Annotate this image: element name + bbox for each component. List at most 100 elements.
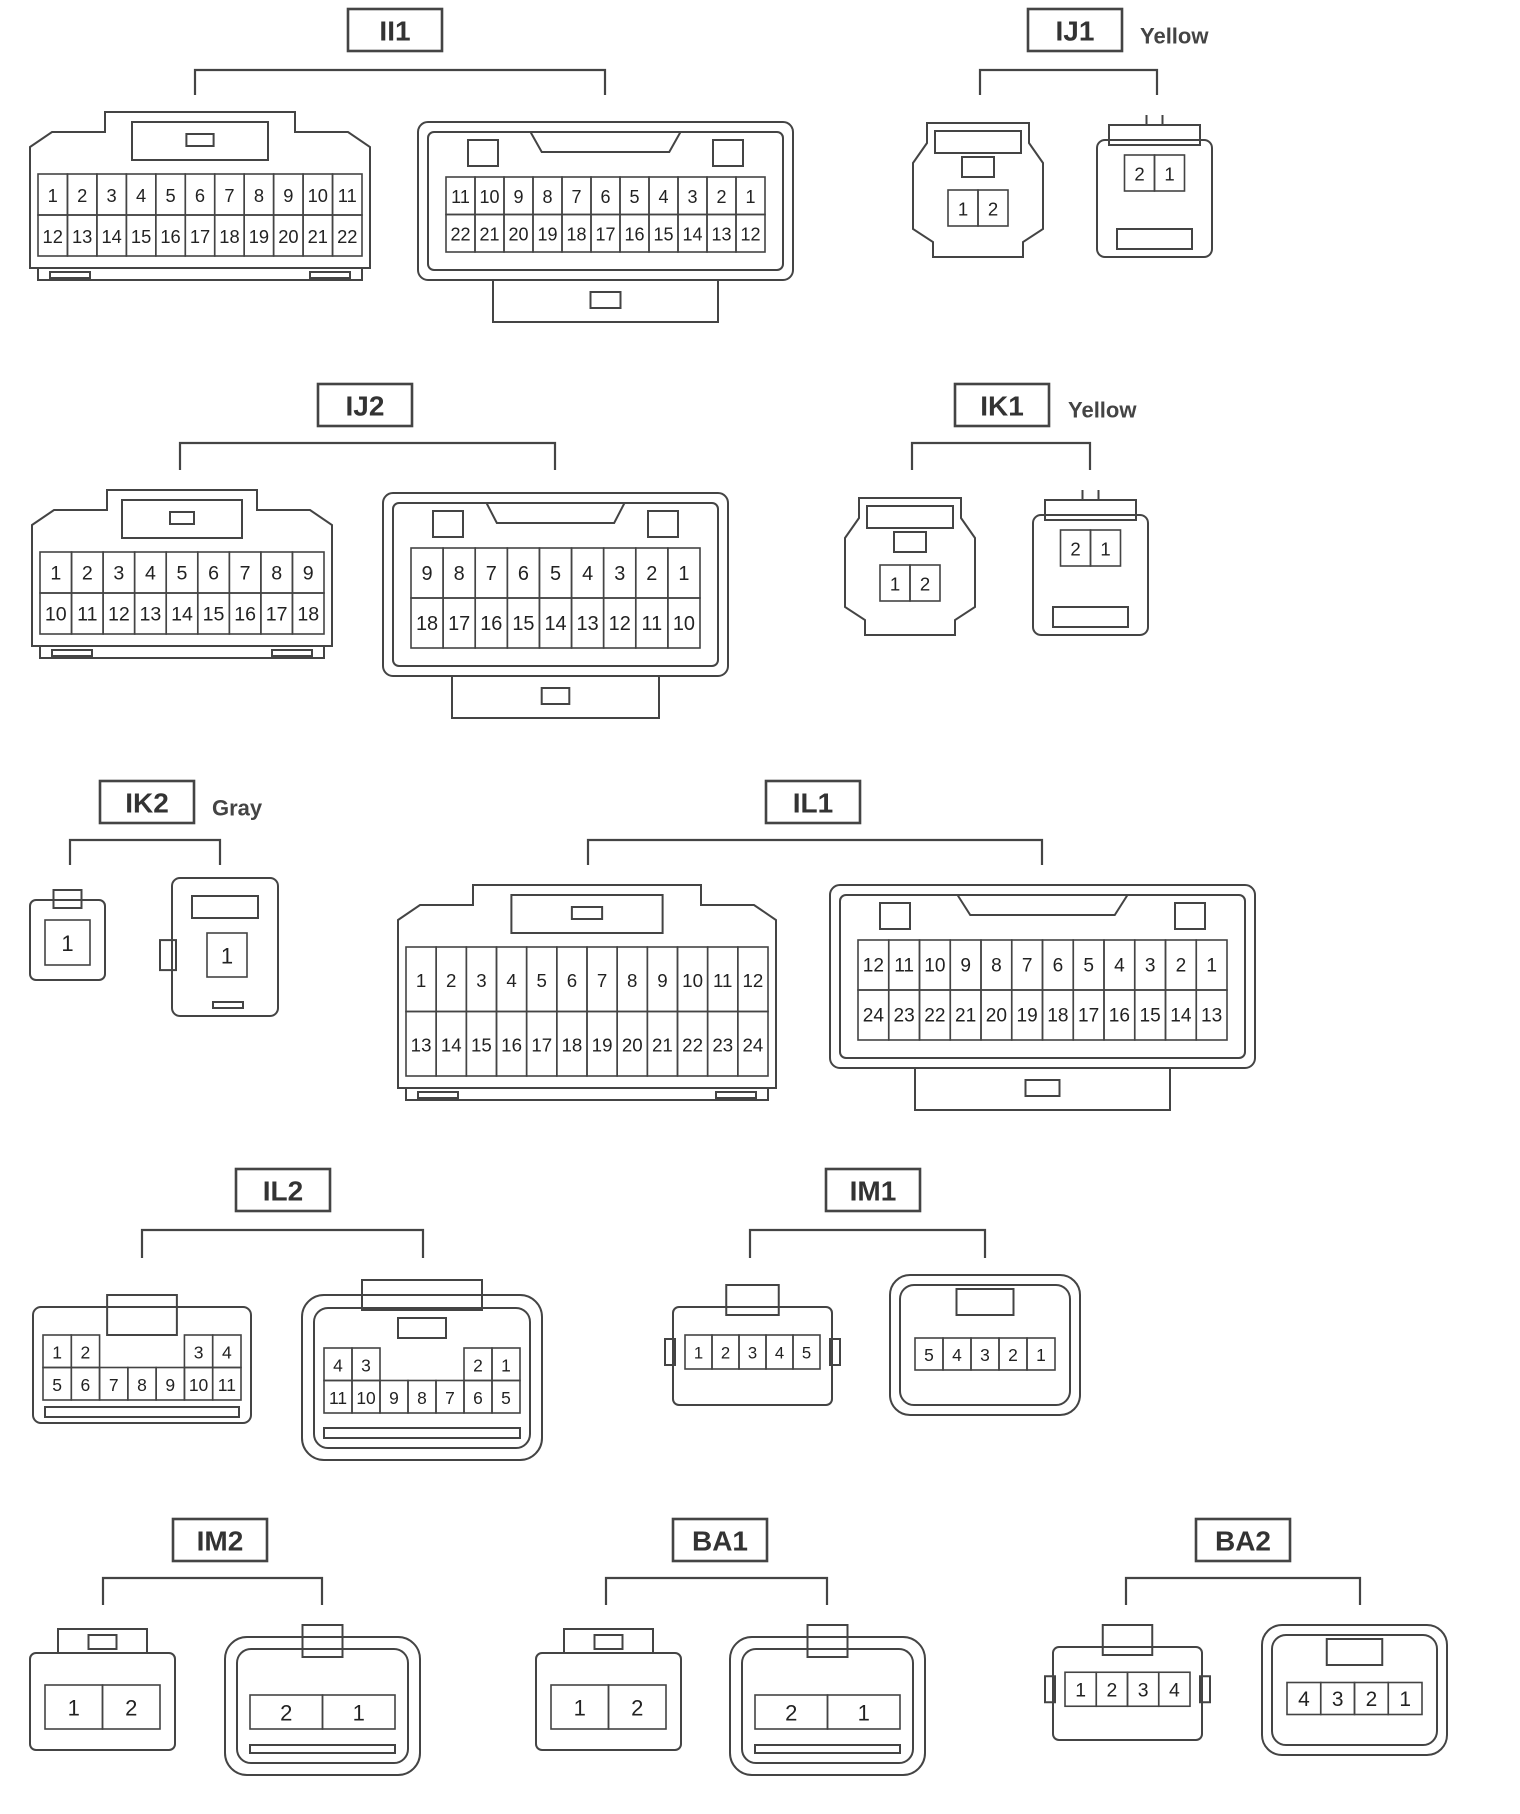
pin-number: 5 xyxy=(629,187,639,207)
lock-tab xyxy=(593,1634,624,1650)
lock-ramp xyxy=(529,131,682,153)
lock-ramp xyxy=(485,502,626,524)
socket-shell xyxy=(1032,514,1149,636)
pin-number: 2 xyxy=(1366,1688,1378,1711)
pin-number: 16 xyxy=(160,226,180,247)
connector-group-ba1: BA1 xyxy=(604,1517,829,1605)
housing-outline xyxy=(29,111,371,269)
pin-number: 1 xyxy=(1075,1679,1086,1701)
lock-bar xyxy=(955,1288,1015,1316)
pin-number: 1 xyxy=(958,199,968,220)
pin-number: 6 xyxy=(600,187,610,207)
connector-bracket xyxy=(178,441,557,470)
pin-number: 13 xyxy=(72,226,92,247)
pin-number: 2 xyxy=(1070,539,1080,560)
pin-number: 22 xyxy=(337,226,357,247)
lock-rib xyxy=(1081,490,1100,500)
pin-number: 9 xyxy=(165,1375,175,1395)
latch-housing xyxy=(451,676,660,719)
connector-group-ij2: IJ2 xyxy=(178,382,557,470)
connector-group-il2: IL2 xyxy=(140,1167,425,1258)
pin-number: 20 xyxy=(278,226,298,247)
pin-number: 2 xyxy=(721,1344,730,1363)
side-tab xyxy=(1044,1675,1056,1704)
pin-number: 20 xyxy=(986,1006,1007,1027)
pin-cell xyxy=(321,1694,396,1730)
pin-number: 7 xyxy=(224,185,234,206)
pin-number: 8 xyxy=(991,956,1002,977)
pin-number: 1 xyxy=(221,944,233,969)
pin-number: 8 xyxy=(542,187,552,207)
side-tab xyxy=(664,1338,676,1366)
pin-number: 4 xyxy=(506,970,516,991)
lock-bar xyxy=(1044,499,1137,521)
connector-label: BA1 xyxy=(692,1526,748,1557)
pin-number: 12 xyxy=(740,224,760,244)
pin-cell xyxy=(737,1010,769,1077)
pin-number: 6 xyxy=(518,563,529,585)
pin-number: 14 xyxy=(1170,1006,1192,1027)
pin-cell xyxy=(331,214,363,257)
latch xyxy=(1024,1079,1061,1097)
pin-number: 6 xyxy=(567,970,577,991)
pin-number: 9 xyxy=(389,1388,399,1408)
pin-number: 15 xyxy=(131,226,151,247)
pin-number: 2 xyxy=(1106,1679,1117,1701)
pin-number: 10 xyxy=(673,613,695,635)
pin-cell xyxy=(977,189,1009,227)
pin-number: 20 xyxy=(622,1034,643,1055)
pin-number: 9 xyxy=(303,563,314,585)
pin-number: 18 xyxy=(416,613,438,635)
pin-number: 11 xyxy=(338,185,357,206)
lock-bar xyxy=(1325,1638,1384,1666)
latch xyxy=(1116,228,1193,250)
pin-number: 4 xyxy=(658,187,668,207)
pin-cell xyxy=(1195,989,1228,1041)
latch xyxy=(589,291,622,309)
pin-number: 5 xyxy=(537,970,547,991)
receptacle-inner xyxy=(839,894,1246,1059)
pin-number: 9 xyxy=(513,187,523,207)
pin-number: 3 xyxy=(687,187,697,207)
pin-number: 2 xyxy=(716,187,726,207)
pin-number: 3 xyxy=(1145,956,1156,977)
pin-number: 4 xyxy=(1169,1679,1180,1701)
connector-group-im2: IM2 xyxy=(101,1517,324,1605)
socket-inner xyxy=(1271,1634,1438,1746)
key-slot xyxy=(1174,902,1206,930)
socket-shell xyxy=(1096,139,1213,258)
pin-number: 1 xyxy=(694,1344,703,1363)
pin-number: 2 xyxy=(1134,164,1144,185)
lock-tab xyxy=(893,531,927,553)
connector-label-box xyxy=(316,382,414,428)
connector-label-box xyxy=(346,7,444,53)
pin-number: 14 xyxy=(171,604,193,626)
pin-number: 19 xyxy=(537,224,557,244)
pin-number: 4 xyxy=(136,185,146,206)
socket-shell xyxy=(224,1636,421,1776)
latch xyxy=(540,687,571,705)
plug-shell xyxy=(535,1652,682,1751)
pin-number: 1 xyxy=(858,1701,870,1726)
lock-tab xyxy=(301,1624,344,1658)
pin-number: 14 xyxy=(441,1034,462,1055)
rib xyxy=(271,649,313,657)
pin-number: 5 xyxy=(924,1345,934,1365)
bottom-rib xyxy=(44,1406,240,1418)
pin-number: 3 xyxy=(476,970,486,991)
connector-label: IM1 xyxy=(850,1176,897,1207)
pin-number: 10 xyxy=(189,1375,209,1395)
connector-bracket xyxy=(193,68,607,95)
pin-number: 22 xyxy=(450,224,470,244)
pin-number: 1 xyxy=(574,1696,586,1721)
center-lock xyxy=(1101,1624,1154,1656)
receptacle-shell xyxy=(382,492,729,677)
pin-number: 8 xyxy=(627,970,637,991)
connector-label: IL1 xyxy=(793,788,833,819)
pin-number: 20 xyxy=(508,224,528,244)
rib xyxy=(49,271,91,279)
